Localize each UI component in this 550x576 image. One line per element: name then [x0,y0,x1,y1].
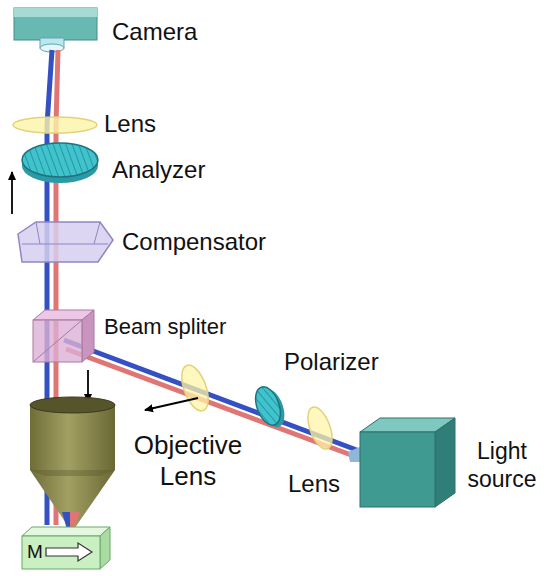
beam-splitter-cube [33,310,94,362]
sample-stage [22,527,110,569]
compensator-prism [18,222,113,262]
part-label: Camera [112,18,197,47]
prism-edge [36,222,40,244]
polarizer-disc [251,383,289,430]
part-label: Lens [288,470,340,499]
part-label: Light source [458,438,546,493]
part-label: Beam spliter [104,314,226,340]
lens [13,117,97,133]
stage-letter: M [27,541,43,564]
objective-lens [30,397,115,540]
prism-edge [94,222,100,244]
lens [303,404,337,452]
analyzer-polarizer [22,143,98,183]
part-label: Compensator [122,228,266,257]
light-source-box [360,418,455,507]
lens [176,362,213,415]
part-label: Polarizer [284,348,379,377]
camera-body [14,8,97,52]
direction-arrow [145,398,198,410]
part-label: Lens [104,110,156,139]
prism-edge [22,244,108,245]
part-label: Objective Lens [118,430,258,492]
rotation-arrow [11,172,13,214]
part-label: Analyzer [112,156,205,185]
